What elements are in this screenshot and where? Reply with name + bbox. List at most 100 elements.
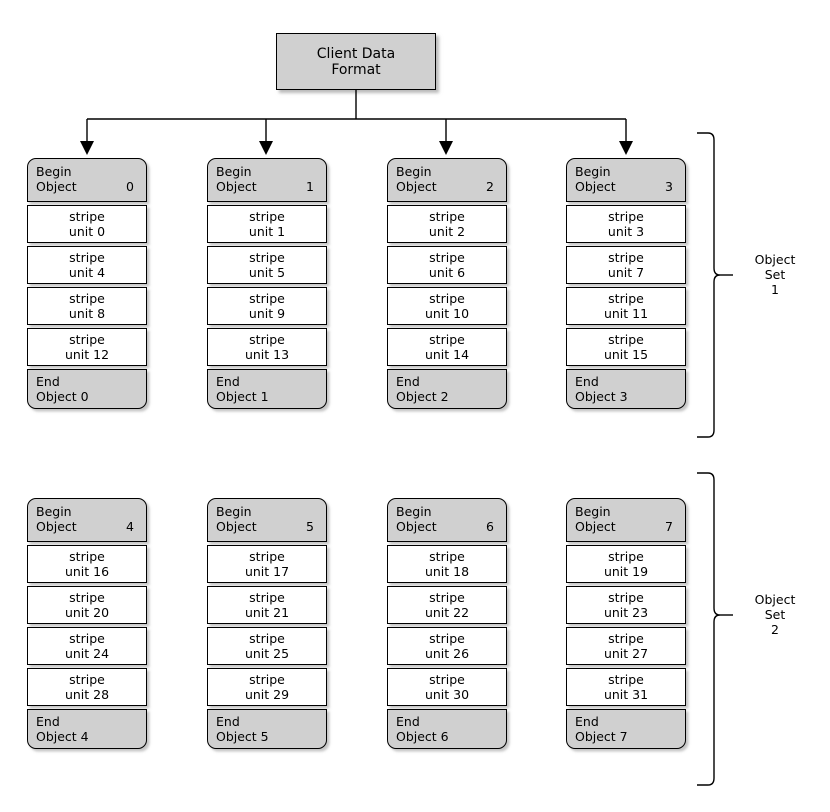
stripe-unit-cell[interactable]: stripe unit 30 [387,668,507,706]
stripe-unit-cell[interactable]: stripe unit 0 [27,205,147,243]
object-header-number: 2 [486,179,494,194]
object-column-4[interactable]: Begin Object 4 stripe unit 16 stripe uni… [27,498,147,749]
stripe-unit-cell[interactable]: stripe unit 19 [566,545,686,583]
object-column-0[interactable]: Begin Object 0 stripe unit 0 stripe unit… [27,158,147,409]
stripe-unit-cell[interactable]: stripe unit 22 [387,586,507,624]
object-footer-line1: End [216,374,240,389]
object-footer-line2: Object 0 [36,389,89,404]
object-footer[interactable]: End Object 6 [387,709,507,749]
stripe-label: stripe [429,250,465,265]
stripe-unit-cell[interactable]: stripe unit 27 [566,627,686,665]
stripe-unit-cell[interactable]: stripe unit 4 [27,246,147,284]
stripe-unit-cell[interactable]: stripe unit 12 [27,328,147,366]
stripe-unit-cell[interactable]: stripe unit 2 [387,205,507,243]
object-header-number: 0 [126,179,134,194]
stripe-unit-cell[interactable]: stripe unit 17 [207,545,327,583]
stripe-unit-cell[interactable]: stripe unit 21 [207,586,327,624]
object-footer[interactable]: End Object 2 [387,369,507,409]
stripe-label: stripe [429,332,465,347]
object-header-line1: Begin [216,164,252,179]
stripe-unit-id: unit 31 [603,687,649,702]
object-column-6[interactable]: Begin Object 6 stripe unit 18 stripe uni… [387,498,507,749]
stripe-label: stripe [249,250,285,265]
object-footer-line1: End [575,714,599,729]
stripe-unit-cell[interactable]: stripe unit 5 [207,246,327,284]
object-header-label: Object [396,519,437,534]
object-footer-line2: Object 2 [396,389,449,404]
stripe-unit-id: unit 15 [603,347,649,362]
object-column-3[interactable]: Begin Object 3 stripe unit 3 stripe unit… [566,158,686,409]
object-header[interactable]: Begin Object 6 [387,498,507,542]
stripe-unit-cell[interactable]: stripe unit 29 [207,668,327,706]
stripe-label: stripe [429,209,465,224]
object-header-number: 6 [486,519,494,534]
stripe-label: stripe [69,291,105,306]
stripe-unit-cell[interactable]: stripe unit 14 [387,328,507,366]
object-header[interactable]: Begin Object 7 [566,498,686,542]
stripe-label: stripe [69,209,105,224]
stripe-unit-cell[interactable]: stripe unit 7 [566,246,686,284]
object-footer[interactable]: End Object 3 [566,369,686,409]
object-footer-line2: Object 5 [216,729,269,744]
stripe-unit-cell[interactable]: stripe unit 16 [27,545,147,583]
object-header-label: Object [216,519,257,534]
object-header-line2: Object 6 [396,519,498,534]
stripe-unit-id: unit 8 [68,306,106,321]
object-header[interactable]: Begin Object 1 [207,158,327,202]
object-header[interactable]: Begin Object 5 [207,498,327,542]
object-column-5[interactable]: Begin Object 5 stripe unit 17 stripe uni… [207,498,327,749]
stripe-unit-cell[interactable]: stripe unit 23 [566,586,686,624]
stripe-unit-cell[interactable]: stripe unit 9 [207,287,327,325]
stripe-unit-cell[interactable]: stripe unit 6 [387,246,507,284]
object-header-line2: Object 4 [36,519,138,534]
stripe-unit-cell[interactable]: stripe unit 10 [387,287,507,325]
object-column-7[interactable]: Begin Object 7 stripe unit 19 stripe uni… [566,498,686,749]
object-header-label: Object [575,519,616,534]
root-node-client-data-format[interactable]: Client Data Format [276,33,436,90]
object-header-line1: Begin [575,504,611,519]
object-header-line1: Begin [575,164,611,179]
stripe-unit-cell[interactable]: stripe unit 24 [27,627,147,665]
object-header[interactable]: Begin Object 4 [27,498,147,542]
stripe-unit-cell[interactable]: stripe unit 1 [207,205,327,243]
object-column-2[interactable]: Begin Object 2 stripe unit 2 stripe unit… [387,158,507,409]
stripe-label: stripe [608,291,644,306]
object-footer[interactable]: End Object 7 [566,709,686,749]
object-header-line2: Object 0 [36,179,138,194]
object-header-number: 7 [665,519,673,534]
stripe-unit-cell[interactable]: stripe unit 26 [387,627,507,665]
object-footer-line1: End [396,714,420,729]
stripe-unit-cell[interactable]: stripe unit 20 [27,586,147,624]
stripe-label: stripe [608,590,644,605]
stripe-unit-id: unit 18 [424,564,470,579]
object-header-label: Object [575,179,616,194]
stripe-unit-id: unit 17 [244,564,290,579]
stripe-unit-cell[interactable]: stripe unit 18 [387,545,507,583]
stripe-label: stripe [69,590,105,605]
stripe-unit-cell[interactable]: stripe unit 8 [27,287,147,325]
stripe-unit-cell[interactable]: stripe unit 15 [566,328,686,366]
object-footer[interactable]: End Object 5 [207,709,327,749]
object-footer[interactable]: End Object 1 [207,369,327,409]
stripe-unit-cell[interactable]: stripe unit 28 [27,668,147,706]
stripe-unit-cell[interactable]: stripe unit 13 [207,328,327,366]
stripe-unit-cell[interactable]: stripe unit 25 [207,627,327,665]
curly-brace-icon [697,472,721,786]
object-header[interactable]: Begin Object 0 [27,158,147,202]
object-header-line2: Object 1 [216,179,318,194]
object-set-1-label: Object Set 1 [754,252,796,297]
object-footer-line1: End [36,374,60,389]
object-set-2-label: Object Set 2 [754,592,796,637]
stripe-label: stripe [249,631,285,646]
stripe-label: stripe [429,291,465,306]
stripe-unit-cell[interactable]: stripe unit 3 [566,205,686,243]
object-footer[interactable]: End Object 0 [27,369,147,409]
object-footer-line2: Object 1 [216,389,269,404]
root-node-label: Client Data Format [316,45,396,78]
object-column-1[interactable]: Begin Object 1 stripe unit 1 stripe unit… [207,158,327,409]
object-header[interactable]: Begin Object 2 [387,158,507,202]
stripe-unit-cell[interactable]: stripe unit 31 [566,668,686,706]
stripe-unit-cell[interactable]: stripe unit 11 [566,287,686,325]
object-footer[interactable]: End Object 4 [27,709,147,749]
object-header[interactable]: Begin Object 3 [566,158,686,202]
